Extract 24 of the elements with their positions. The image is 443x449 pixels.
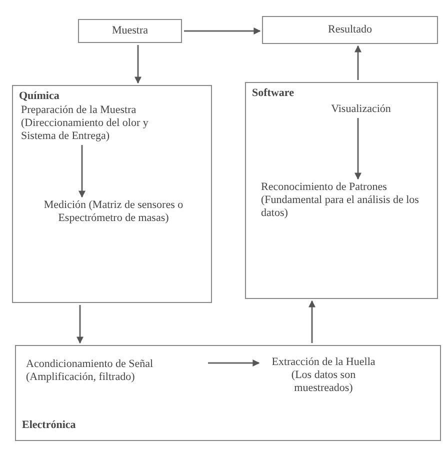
arrow <box>208 360 260 366</box>
group-panel <box>245 82 438 299</box>
group-heading: Software <box>252 87 294 100</box>
process-box <box>262 16 438 44</box>
group-heading: Química <box>19 90 60 103</box>
group-panel <box>15 345 441 441</box>
step-text: Extracción de la Huella (Los datos son muestreados) <box>261 356 386 395</box>
arrow <box>76 305 84 344</box>
box-label: Muestra <box>110 24 150 38</box>
step-text: Reconocimiento de Patrones (Fundamental para el análisis de los datos) <box>261 181 426 220</box>
arrow <box>78 145 86 198</box>
arrow <box>184 28 261 34</box>
step-text: Visualización <box>316 103 406 116</box>
arrow <box>354 118 362 180</box>
step-text: Preparación de la Muestra (Direccionamiento del olor y Sistema de Entrega) <box>21 104 171 143</box>
box-label: Resultado <box>327 24 373 36</box>
step-text: Medición (Matriz de sensores o Espectrómetro de masas) <box>31 199 196 225</box>
step-text: Acondicionamiento de Señal (Amplificación, filtrado) <box>26 358 206 384</box>
group-heading: Electrónica <box>22 419 76 432</box>
arrow <box>354 45 362 80</box>
arrow <box>134 45 142 84</box>
process-box <box>78 19 182 43</box>
group-panel <box>12 85 212 303</box>
arrow <box>308 300 316 343</box>
